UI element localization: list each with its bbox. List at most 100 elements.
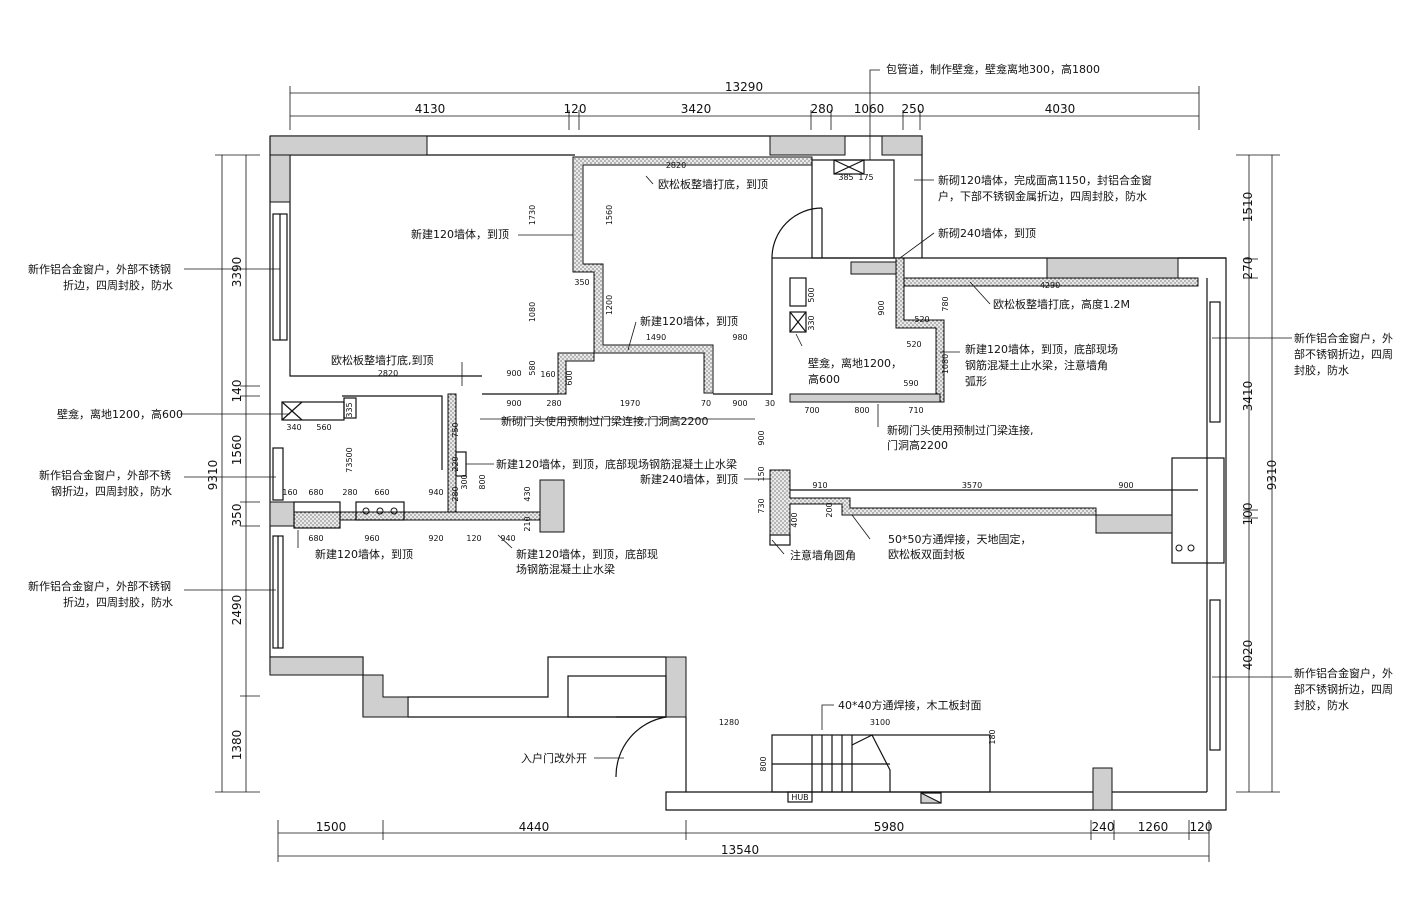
inner-dim: 3570 [962, 481, 982, 490]
dim-top-4: 1060 [854, 102, 885, 116]
dim-top-total: 13290 [725, 80, 763, 94]
inner-dim: 1080 [528, 302, 537, 322]
note-new120-window-1: 新砌120墙体，完成面高1150，封铝合金窗 [938, 173, 1152, 187]
dim-left-4: 2490 [230, 595, 244, 626]
inner-dim: 1200 [605, 295, 614, 315]
inner-dim: 900 [506, 399, 521, 408]
inner-dim: 160 [540, 370, 555, 379]
note-left-window-3a: 新作铝合金窗户，外部不锈钢 [28, 579, 171, 593]
dim-bottom-3: 240 [1092, 820, 1115, 834]
inner-dim: 175 [858, 173, 873, 182]
inner-dim: 920 [428, 534, 443, 543]
dim-bottom-5: 120 [1190, 820, 1213, 834]
dim-top-2: 3420 [681, 102, 712, 116]
inner-dim: 940 [428, 488, 443, 497]
outer-walls [269, 135, 1227, 811]
inner-dim: 350 [574, 278, 589, 287]
inner-dim: 680 [308, 488, 323, 497]
dim-right-1: 270 [1241, 257, 1255, 280]
note-right-window-2b: 部不锈钢折边，四周 [1294, 682, 1393, 696]
note-new120-beam-c-2: 场钢筋混凝土止水梁 [516, 562, 615, 576]
dim-top-3: 280 [811, 102, 834, 116]
inner-dim: 750 [451, 422, 460, 437]
note-lintel-left: 新砌门头使用预制过门梁连接,门洞高2200 [501, 414, 709, 428]
inner-dim: 280 [451, 486, 460, 501]
note-right-window-1a: 新作铝合金窗户，外 [1294, 331, 1393, 345]
inner-dim: 280 [342, 488, 357, 497]
note-entry-door: 入户门改外开 [521, 751, 587, 765]
inner-dim: 940 [500, 534, 515, 543]
inner-dim: 210 [523, 516, 532, 531]
dim-right-0: 1510 [1241, 192, 1255, 223]
note-left-window-1a: 新作铝合金窗户，外部不锈钢 [28, 262, 171, 276]
inner-dim: 900 [1118, 481, 1133, 490]
inner-dim: 900 [757, 430, 766, 445]
note-pipe-niche: 包管道，制作壁龛，壁龛离地300，高1800 [886, 62, 1100, 76]
note-new120-beam-1: 新建120墙体，到顶，底部现场 [965, 342, 1118, 356]
inner-dim: 500 [807, 287, 816, 302]
inner-dim: 180 [988, 729, 997, 744]
inner-dim: 4290 [1040, 281, 1060, 290]
inner-dim: 160 [282, 488, 297, 497]
inner-dim: 1490 [646, 333, 666, 342]
annotations: 包管道，制作壁龛，壁龛离地300，高1800 欧松板整墙打底，到顶 新建120墙… [28, 62, 1393, 765]
top-dimension-chain: 13290 4130 120 3420 280 1060 250 4030 [289, 80, 1200, 130]
inner-dim: 150 [757, 466, 766, 481]
inner-dim: 335 [345, 402, 354, 417]
inner-dim: 300 [460, 474, 469, 489]
dim-left-total: 9310 [206, 460, 220, 491]
inner-dim: 960 [364, 534, 379, 543]
note-new120-beam-b: 新建120墙体，到顶，底部现场钢筋混凝土止水梁 [496, 457, 737, 471]
inner-dim: 2820 [378, 369, 398, 378]
note-new240-top-a: 新砌240墙体，到顶 [938, 226, 1036, 240]
dim-left-3: 350 [230, 504, 244, 527]
inner-dim: 590 [903, 379, 918, 388]
note-niche-kitchen-2: 高600 [808, 372, 840, 386]
note-tube40: 40*40方通焊接，木工板封面 [838, 698, 982, 712]
inner-dim: 3100 [870, 718, 890, 727]
note-new120-top-c: 新建120墙体，到顶 [315, 547, 413, 561]
inner-dim: 400 [790, 512, 799, 527]
dim-top-0: 4130 [415, 102, 446, 116]
note-lintel-right-1: 新砌门头使用预制过门梁连接, [887, 423, 1034, 437]
note-new120-top-b: 新建120墙体，到顶 [640, 314, 738, 328]
inner-dimensions: 2820 1730 1560 1080 1200 350 1490 980 38… [282, 161, 1133, 772]
inner-dim: 430 [523, 486, 532, 501]
inner-dim: 120 [466, 534, 481, 543]
dim-right-total: 9310 [1265, 460, 1279, 491]
dim-top-5: 250 [902, 102, 925, 116]
inner-dim: 200 [825, 502, 834, 517]
inner-dim: 900 [732, 399, 747, 408]
dim-bottom-total: 13540 [721, 843, 759, 857]
inner-dim: 2820 [666, 161, 686, 170]
note-tube50-1: 50*50方通焊接，天地固定， [888, 532, 1032, 546]
dim-top-6: 4030 [1045, 102, 1076, 116]
note-osb-top2: 欧松板整墙打底,到顶 [331, 353, 434, 367]
inner-dim: 280 [546, 399, 561, 408]
dim-right-4: 4020 [1241, 640, 1255, 671]
dim-left-2: 1560 [230, 435, 244, 466]
inner-dim: 580 [528, 360, 537, 375]
inner-dim: 70 [701, 399, 711, 408]
right-dimension-chain: 1510 270 3410 100 4020 9310 [1236, 154, 1280, 793]
inner-dim: 340 [286, 423, 301, 432]
note-right-window-2c: 封胶，防水 [1294, 698, 1349, 712]
dim-right-3: 100 [1241, 503, 1255, 526]
interior-walls: HUB [281, 156, 1199, 804]
dim-bottom-1: 4440 [519, 820, 550, 834]
note-new120-beam-3: 弧形 [965, 374, 987, 388]
inner-dim: 220 [451, 456, 460, 471]
dim-left-0: 3390 [230, 257, 244, 288]
dim-right-2: 3410 [1241, 381, 1255, 412]
inner-dim: 1730 [528, 205, 537, 225]
inner-dim: 910 [812, 481, 827, 490]
note-new120-top-a: 新建120墙体，到顶 [411, 227, 509, 241]
note-tube50-2: 欧松板双面封板 [888, 547, 965, 561]
left-dimension-chain: 3390 140 1560 350 2490 1380 9310 [206, 154, 260, 793]
dim-left-5: 1380 [230, 730, 244, 761]
inner-dim: 1970 [620, 399, 640, 408]
inner-dim: 385 [838, 173, 853, 182]
inner-dim: 800 [854, 406, 869, 415]
inner-dim: 680 [308, 534, 323, 543]
note-new120-beam-c-1: 新建120墙体，到顶，底部现 [516, 547, 658, 561]
